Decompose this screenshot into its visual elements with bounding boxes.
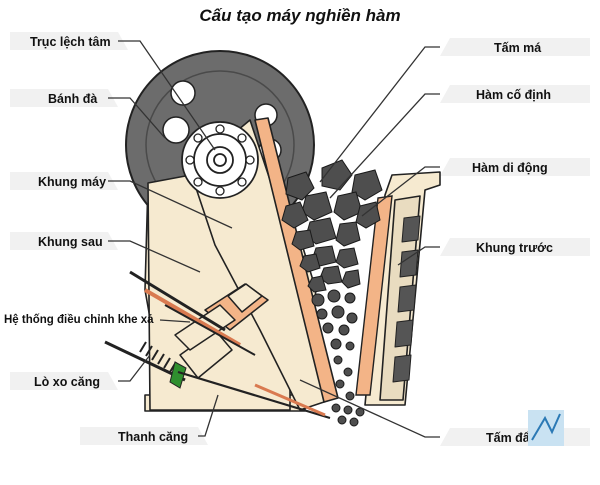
corner-logo [528,410,564,446]
label-tam-ma: Tấm má [494,41,541,55]
label-tam-day: Tấm đẩy [486,431,537,445]
label-ham-di-dong: Hàm di động [472,161,548,175]
label-truc-lech-tam: Trục lệch tâm [30,35,111,49]
label-ham-co-dinh: Hàm cố định [476,88,551,102]
label-khung-may: Khung máy [38,175,106,189]
label-he-thong-dieu-chinh: Hệ thống điều chỉnh khe xả [4,314,154,326]
toggle-system [129,270,269,379]
tie-rod [177,370,331,420]
left-callout-backgrounds [10,32,208,445]
tie-rod-liner [254,383,326,417]
right-callout-backgrounds [440,38,590,446]
label-khung-truoc: Khung trước [476,241,553,255]
diagram-title: Cấu tạo máy nghiền hàm [199,6,401,25]
rocks [281,159,383,427]
label-khung-sau: Khung sau [38,235,103,249]
leader-lines [108,40,440,438]
label-lo-xo-cang: Lò xo căng [34,375,100,389]
eccentric-shaft [181,121,259,199]
flywheel-hole [170,80,196,106]
flywheel-hole [162,116,190,144]
label-banh-da: Bánh đà [48,92,97,106]
label-thanh-cang: Thanh căng [118,430,188,444]
